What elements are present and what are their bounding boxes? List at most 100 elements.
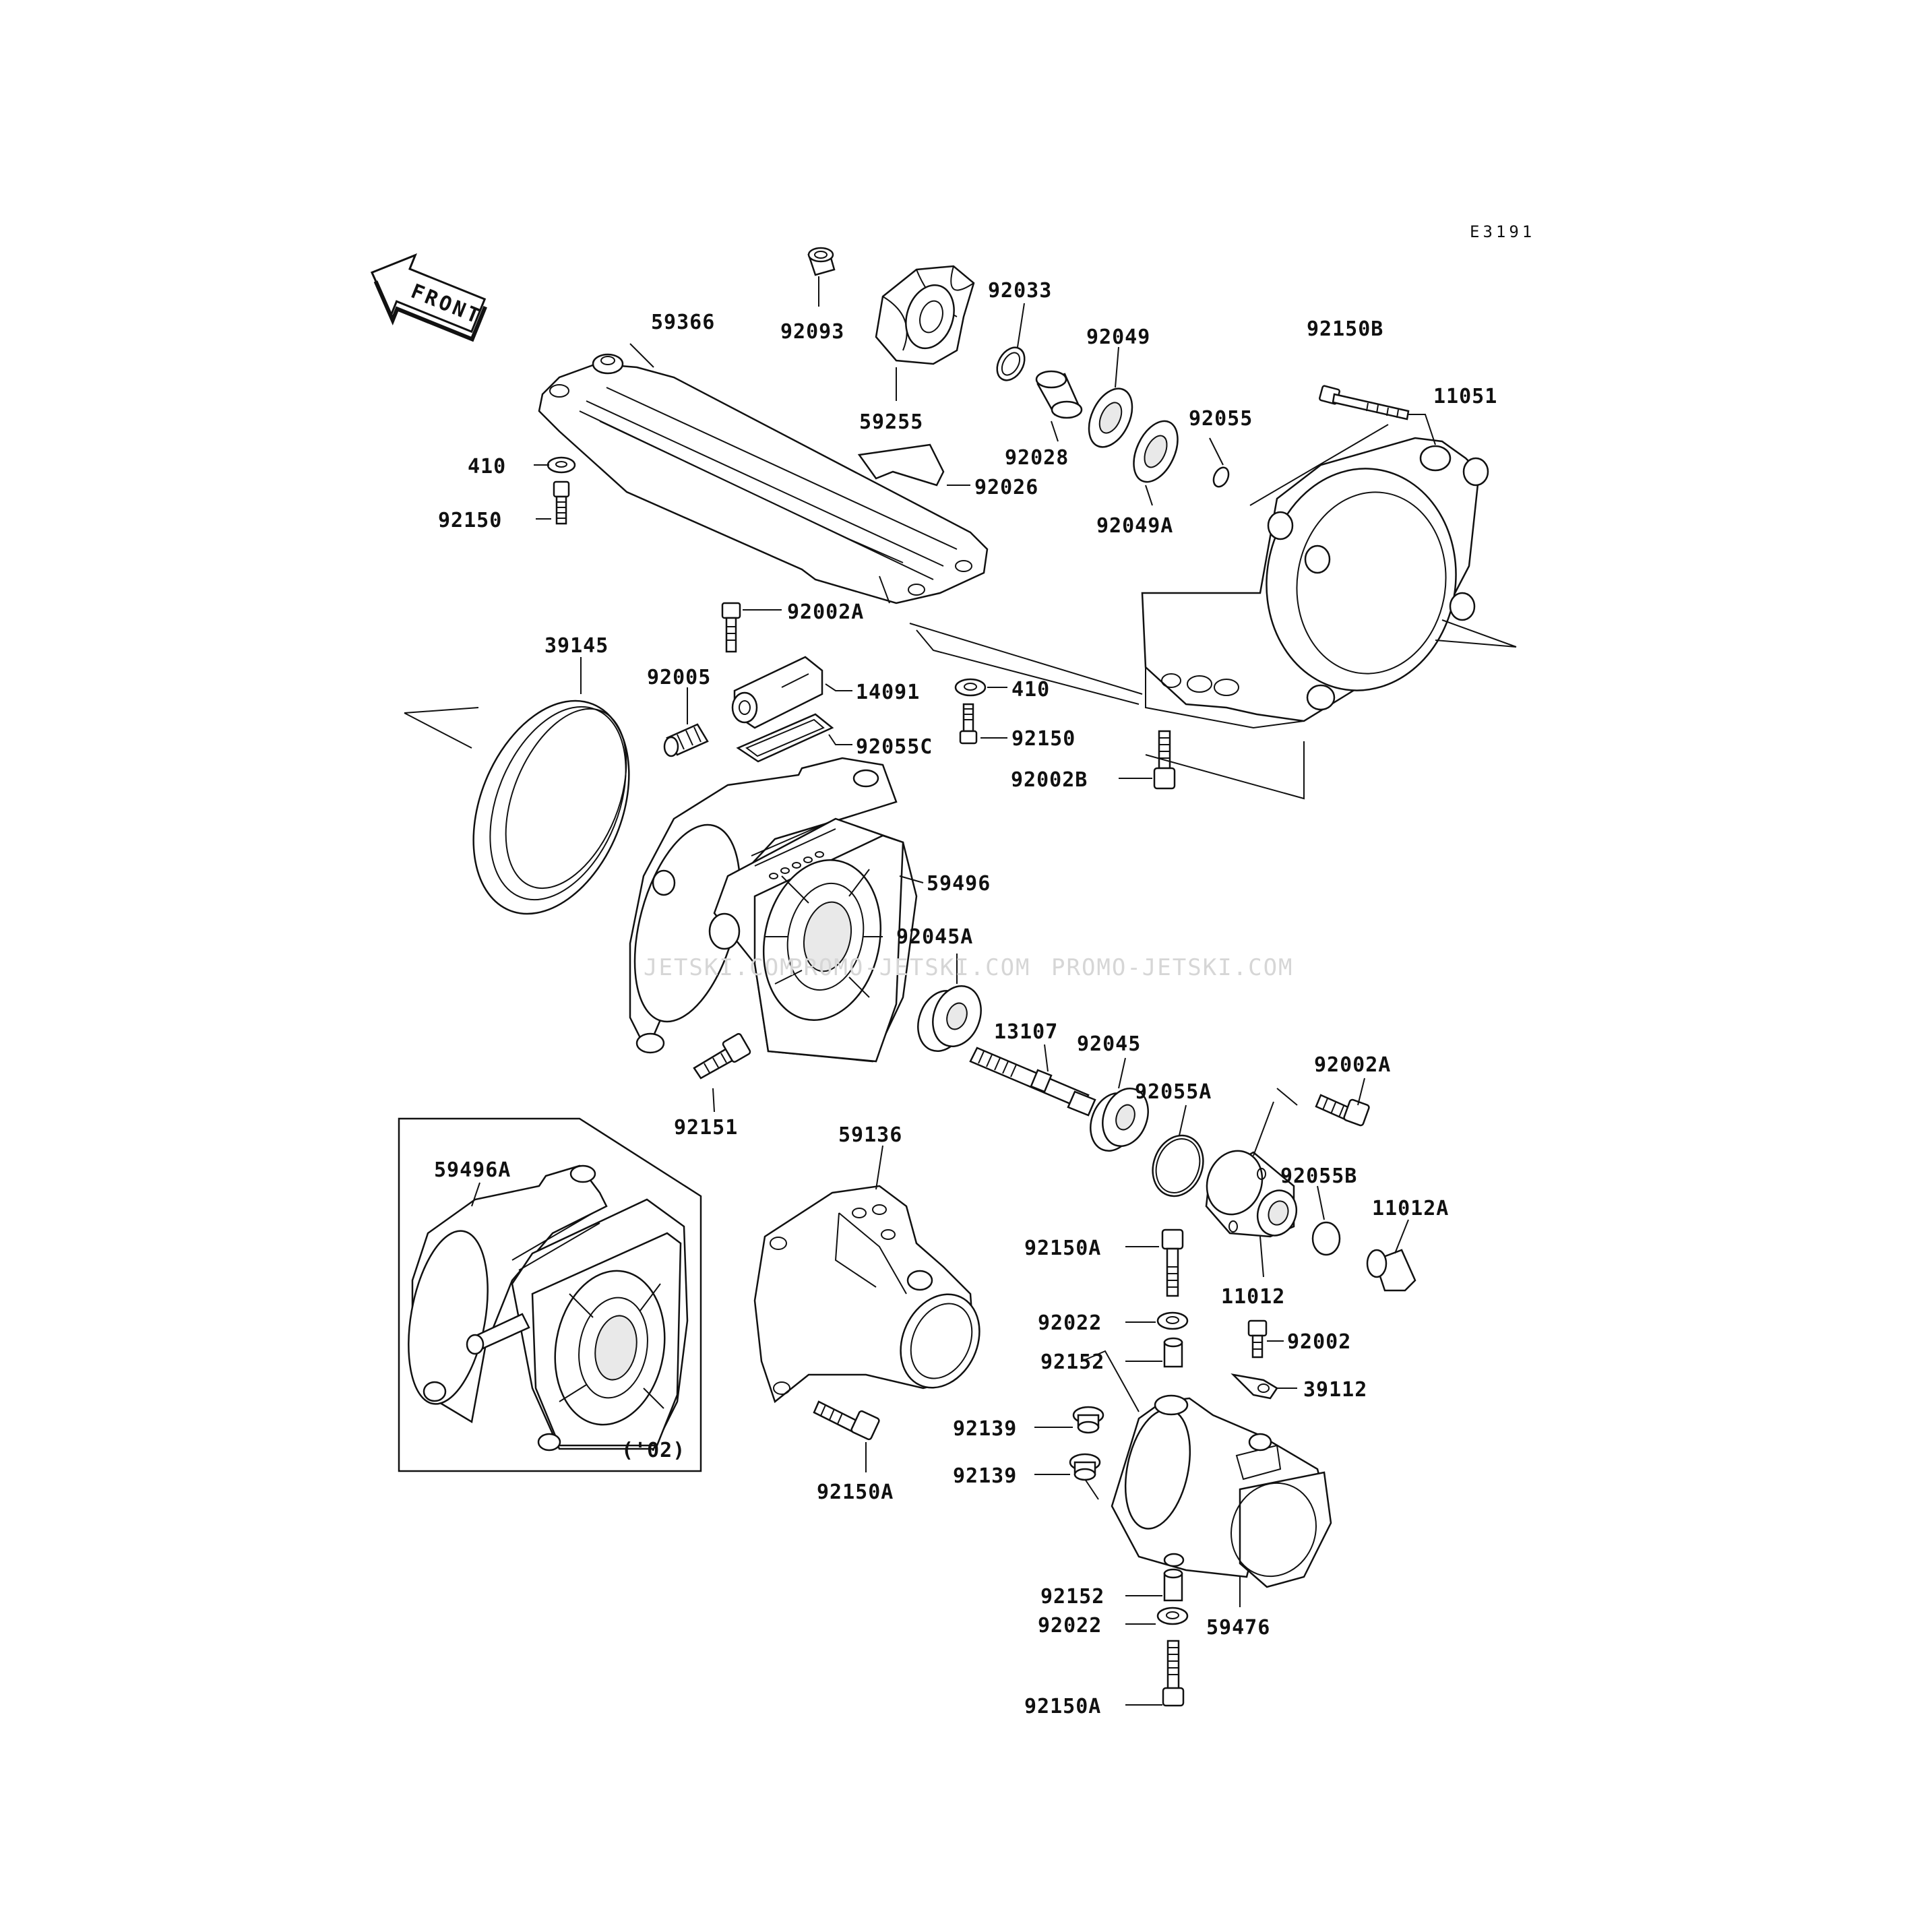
plug-11012A bbox=[1366, 1249, 1416, 1292]
label-92151: 92151 bbox=[674, 1116, 738, 1140]
label-92150-left: 92150 bbox=[438, 509, 502, 532]
shaft-13107 bbox=[969, 1047, 1096, 1117]
label-14091: 14091 bbox=[856, 681, 920, 704]
watermark-2: PROMO-JETSKI.COM bbox=[788, 954, 1031, 981]
label-92002A-top: 92002A bbox=[787, 600, 864, 624]
impeller-59255 bbox=[875, 265, 975, 365]
label-11012A: 11012A bbox=[1372, 1197, 1449, 1220]
seal-92049A bbox=[1133, 420, 1179, 483]
variant-box bbox=[398, 1117, 702, 1472]
bolt-92002B bbox=[1153, 730, 1176, 790]
label-92045A: 92045A bbox=[896, 925, 973, 949]
label-59496A: 59496A bbox=[434, 1158, 511, 1182]
label-92150A-upper: 92150A bbox=[1024, 1237, 1101, 1260]
bolt-92150-right bbox=[959, 703, 978, 745]
label-92139-lower: 92139 bbox=[953, 1464, 1017, 1488]
gasket-92055C bbox=[736, 713, 834, 763]
label-92150A-lower: 92150A bbox=[1024, 1695, 1101, 1718]
label-92005: 92005 bbox=[647, 666, 711, 689]
bolt-92151 bbox=[693, 1032, 751, 1080]
label-92055: 92055 bbox=[1189, 407, 1253, 431]
o-ring-92055A bbox=[1152, 1134, 1204, 1197]
label-92002B: 92002B bbox=[1011, 768, 1088, 792]
diagram-code: E3191 bbox=[1470, 222, 1535, 241]
label-92049A: 92049A bbox=[1096, 514, 1173, 538]
washer-92022-upper bbox=[1156, 1311, 1189, 1330]
label-59476: 59476 bbox=[1206, 1616, 1270, 1640]
watermark-1: JETSKI.COM bbox=[644, 954, 795, 981]
bolt-92150B bbox=[1319, 385, 1410, 420]
bolt-92150-left bbox=[553, 480, 570, 525]
pump-case-59496A bbox=[408, 1164, 689, 1452]
stopper-92026 bbox=[857, 443, 945, 487]
bolt-92150A-nozzle bbox=[813, 1400, 880, 1441]
label-59496: 59496 bbox=[927, 872, 991, 896]
label-92150B: 92150B bbox=[1307, 317, 1383, 341]
label-92022-lower: 92022 bbox=[1038, 1614, 1102, 1638]
washer-92022-lower bbox=[1156, 1607, 1189, 1625]
label-92022-upper: 92022 bbox=[1038, 1311, 1102, 1335]
bearing-92045A bbox=[917, 985, 982, 1053]
label-92055B: 92055B bbox=[1280, 1164, 1357, 1188]
bearing-92045 bbox=[1090, 1087, 1149, 1152]
label-410-left: 410 bbox=[468, 455, 506, 478]
fitting-92005 bbox=[663, 723, 709, 757]
label-59255: 59255 bbox=[859, 410, 923, 434]
block-14091 bbox=[731, 656, 823, 729]
deflector-59476 bbox=[1111, 1394, 1332, 1588]
o-ring-92055B bbox=[1311, 1221, 1341, 1256]
label-92152-lower: 92152 bbox=[1040, 1585, 1104, 1609]
label-92055C: 92055C bbox=[856, 735, 933, 759]
front-arrow-icon: FRONT bbox=[370, 253, 487, 342]
label-11051: 11051 bbox=[1433, 385, 1497, 408]
seal-92049 bbox=[1088, 387, 1133, 448]
watermark-3: PROMO-JETSKI.COM bbox=[1051, 954, 1294, 981]
o-ring-92055 bbox=[1212, 466, 1230, 488]
cap-11012 bbox=[1205, 1150, 1298, 1238]
collar-92028 bbox=[1035, 370, 1083, 419]
label-92033: 92033 bbox=[988, 279, 1052, 303]
variant-note: ('02) bbox=[621, 1439, 685, 1462]
bolt-92002A-top bbox=[721, 602, 741, 653]
label-59136: 59136 bbox=[838, 1123, 902, 1147]
reference-lines bbox=[404, 424, 1517, 1500]
bushing-92139-upper bbox=[1072, 1406, 1104, 1434]
label-92045: 92045 bbox=[1077, 1032, 1141, 1056]
label-92152-upper: 92152 bbox=[1040, 1350, 1104, 1374]
washer-410-right bbox=[954, 678, 987, 697]
label-39112: 39112 bbox=[1303, 1378, 1367, 1402]
liner-39145 bbox=[472, 699, 630, 915]
bolt-92150A-lower bbox=[1162, 1640, 1185, 1707]
label-39145: 39145 bbox=[544, 634, 609, 658]
label-92055A: 92055A bbox=[1135, 1080, 1212, 1104]
collar-92152-lower bbox=[1163, 1568, 1183, 1602]
label-92028: 92028 bbox=[1005, 446, 1069, 470]
label-92150A-nozzle: 92150A bbox=[817, 1481, 894, 1504]
label-11012: 11012 bbox=[1221, 1285, 1285, 1309]
lever-39112 bbox=[1230, 1373, 1278, 1400]
nozzle-59136 bbox=[753, 1185, 980, 1404]
leader-lines bbox=[471, 276, 1436, 1706]
bolt-92002 bbox=[1247, 1319, 1268, 1359]
label-410-right: 410 bbox=[1011, 678, 1050, 702]
pump-cover-59366 bbox=[538, 353, 989, 604]
label-92002: 92002 bbox=[1287, 1330, 1351, 1354]
label-59366: 59366 bbox=[651, 311, 715, 334]
bolt-92150A-upper bbox=[1161, 1228, 1184, 1297]
collar-92152-upper bbox=[1163, 1337, 1183, 1368]
label-92002A-right: 92002A bbox=[1314, 1053, 1391, 1077]
bushing-92139-lower bbox=[1069, 1453, 1101, 1481]
washer-410-left bbox=[547, 456, 576, 474]
housing-11051 bbox=[1141, 437, 1489, 729]
label-92093: 92093 bbox=[780, 320, 844, 344]
label-92139-upper: 92139 bbox=[953, 1417, 1017, 1441]
label-92026: 92026 bbox=[974, 476, 1038, 499]
circlip-92033 bbox=[996, 346, 1026, 381]
pump-case-59496 bbox=[629, 757, 918, 1063]
label-13107: 13107 bbox=[994, 1020, 1058, 1044]
bolt-92002A-right bbox=[1315, 1094, 1370, 1127]
label-92150-right: 92150 bbox=[1011, 727, 1076, 751]
impeller-nut-92093 bbox=[807, 247, 836, 276]
label-92049: 92049 bbox=[1086, 325, 1150, 349]
